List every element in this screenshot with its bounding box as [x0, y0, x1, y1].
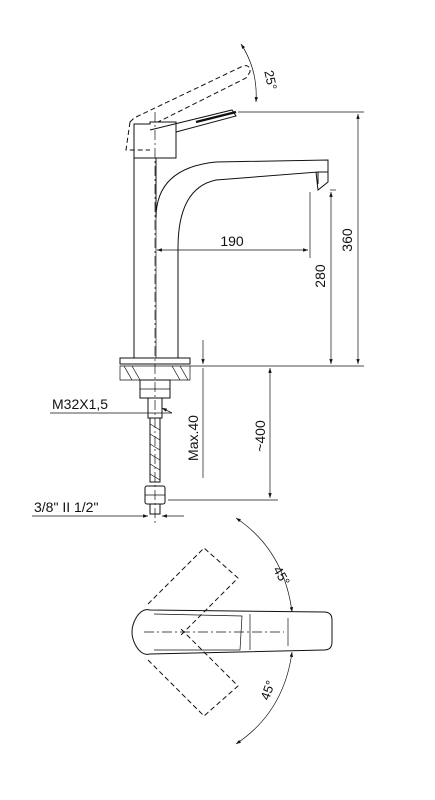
- thread-arrow: [161, 407, 173, 414]
- dim-360-label: 360: [339, 228, 355, 252]
- side-view: [119, 65, 329, 525]
- lever-handle: [149, 109, 237, 133]
- deck-hatch: [119, 365, 191, 381]
- lever-rotated-left: [147, 547, 239, 637]
- faucet-body: [133, 158, 319, 359]
- thread-label: M32X1,5: [52, 396, 108, 412]
- lever-rotated-right: [147, 627, 239, 717]
- connection-label: 3/8" II 1/2": [34, 499, 98, 515]
- lever-handle-grip: [195, 110, 237, 124]
- dim-max40-label: Max.40: [185, 415, 201, 461]
- lever-tilted-outline: [125, 65, 251, 151]
- rotation-top-label: 45°: [270, 564, 293, 589]
- rotation-arc-bottom: [235, 651, 294, 745]
- dimensions: 25° 360 280 190 Max.40 ~400 M32X1,5 3/8"…: [32, 43, 364, 518]
- top-view: 45° 45°: [131, 517, 333, 745]
- rotation-arc-top: [235, 517, 294, 613]
- angle-25-arc: [240, 43, 259, 103]
- dim-190-label: 190: [220, 233, 244, 249]
- angle-25-label: 25°: [261, 69, 280, 91]
- dim-400-label: ~400: [252, 420, 268, 452]
- faucet-body-inner: [155, 158, 329, 219]
- lever-top-inner: [153, 613, 243, 651]
- dim-280-label: 280: [312, 264, 328, 288]
- spout-tip: [315, 160, 329, 191]
- rotation-bottom-label: 45°: [257, 678, 278, 702]
- lever-top-outline: [131, 609, 333, 655]
- lever-body: [133, 121, 177, 159]
